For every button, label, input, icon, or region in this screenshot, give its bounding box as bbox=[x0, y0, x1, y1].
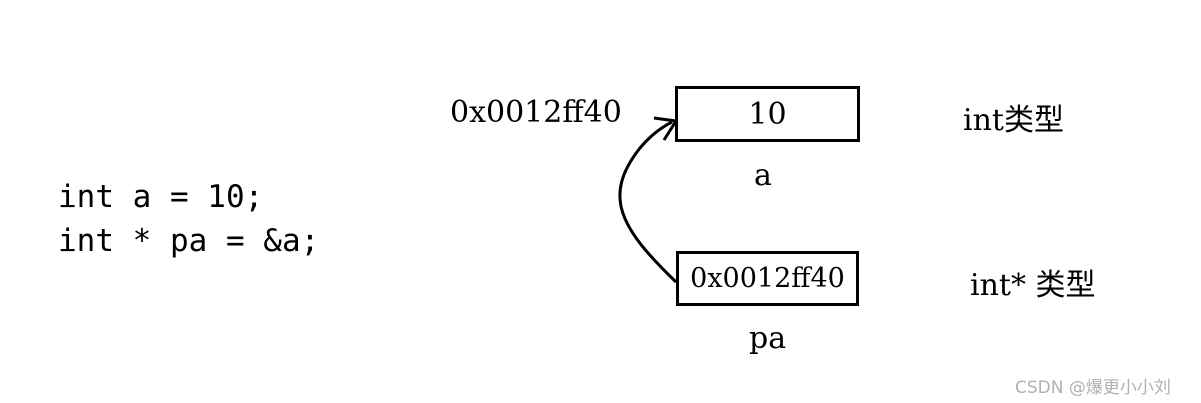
type-label-a: int类型 bbox=[963, 103, 1064, 138]
code-line-2: int * pa = &a; bbox=[58, 223, 320, 259]
memory-cell-pa: 0x0012ff40 bbox=[676, 251, 859, 306]
watermark: CSDN @爆更小小刘 bbox=[1015, 378, 1171, 398]
address-label-a: 0x0012ff40 bbox=[450, 95, 622, 130]
variable-name-a: a bbox=[754, 158, 772, 193]
pointer-arrow-head bbox=[653, 116, 678, 141]
memory-cell-a: 10 bbox=[675, 86, 860, 142]
pointer-arrow-curve bbox=[618, 120, 678, 284]
variable-name-pa: pa bbox=[749, 321, 787, 356]
value-a: 10 bbox=[748, 96, 787, 132]
value-pa: 0x0012ff40 bbox=[690, 263, 845, 294]
code-line-1: int a = 10; bbox=[58, 179, 264, 215]
type-label-pa: int* 类型 bbox=[970, 268, 1096, 303]
